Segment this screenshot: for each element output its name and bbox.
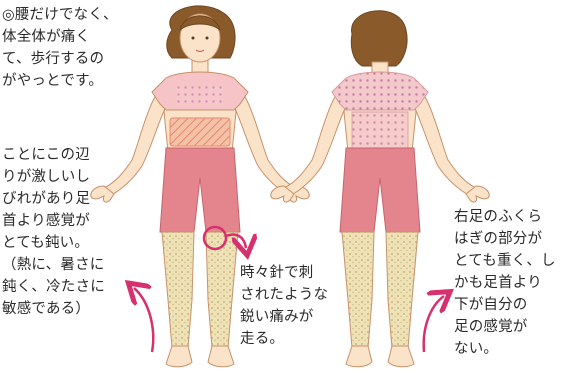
curved-arrow-icon xyxy=(424,296,444,352)
annotation-overall: ◎腰だけでなく、 体全体が痛く て、歩行するの がやっとです。 xyxy=(2,4,118,92)
annotation-right-calf: 右足のふくら はぎの部分が とても重く、し かも足首より 下が自分の 足の感覚が… xyxy=(454,206,556,360)
annotation-knee: 時々針で刺 されたような 鋭い痛みが 走る。 xyxy=(240,262,328,350)
annotation-left-arm-back: ことにこの辺 りが激しいし びれがあり足 首より感覚が とても鈍い。 （熱に、暑… xyxy=(2,144,105,320)
curved-arrow-icon xyxy=(134,288,153,352)
